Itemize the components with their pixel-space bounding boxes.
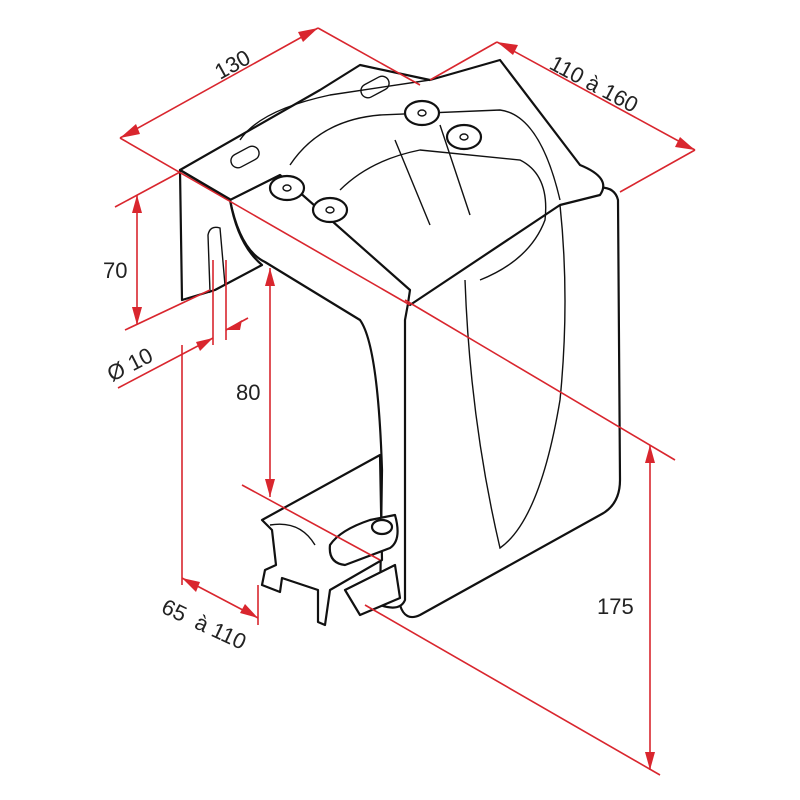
screw-icon bbox=[268, 99, 483, 224]
dim-total-height-label: 175 bbox=[597, 594, 634, 619]
dimension-lines bbox=[114, 27, 696, 776]
rail-profile bbox=[260, 453, 402, 627]
dim-depth-label: 110 à 160 bbox=[546, 50, 643, 117]
dim-height-upper-label: 70 bbox=[103, 258, 127, 283]
dim-width-label: 130 bbox=[210, 45, 254, 85]
bracket-body bbox=[178, 58, 622, 619]
dim-opening-label: 80 bbox=[236, 380, 260, 405]
dim-rail-width-label: 65 à 110 bbox=[158, 594, 250, 655]
dim-hole-diameter-label: Ø 10 bbox=[103, 343, 157, 387]
